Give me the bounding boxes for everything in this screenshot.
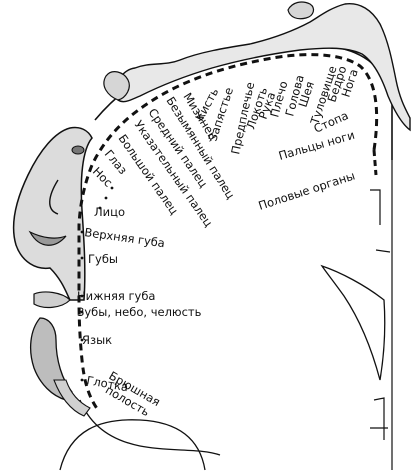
fissure-mark-1 xyxy=(370,189,381,225)
pharynx-shape xyxy=(53,379,91,417)
ventricle-shape xyxy=(320,264,386,381)
label-lips: Губы xyxy=(88,252,118,266)
brainstem-outline xyxy=(59,419,206,471)
label-nose: Нос xyxy=(90,164,115,189)
homunculus-hand xyxy=(103,71,130,101)
fissure-mark-2 xyxy=(375,249,391,253)
cortex-dashed-boundary xyxy=(77,53,379,411)
label-upper-lip: Верхняя губа xyxy=(84,225,166,250)
homunculus-body xyxy=(115,3,411,132)
fissure-mark-3 xyxy=(373,397,385,440)
nose-shape xyxy=(49,179,59,215)
homunculus-foot xyxy=(287,1,315,20)
lower-lip-shape xyxy=(33,291,71,309)
label-face: Лицо xyxy=(94,205,125,219)
homunculus-face xyxy=(12,126,93,301)
label-genitals: Половые органы xyxy=(257,168,357,212)
guide-dots xyxy=(80,186,114,382)
eye-shape xyxy=(71,145,85,155)
tail-dashes xyxy=(372,149,378,176)
lips-shape xyxy=(28,230,67,246)
label-abdominal-cavity: Брюшная полость xyxy=(100,368,166,423)
label-lower-lip: Нижняя губа xyxy=(77,289,155,303)
label-tongue: Язык xyxy=(82,333,112,347)
label-teeth-jaw: Зубы, небо, челюсть xyxy=(77,305,202,319)
